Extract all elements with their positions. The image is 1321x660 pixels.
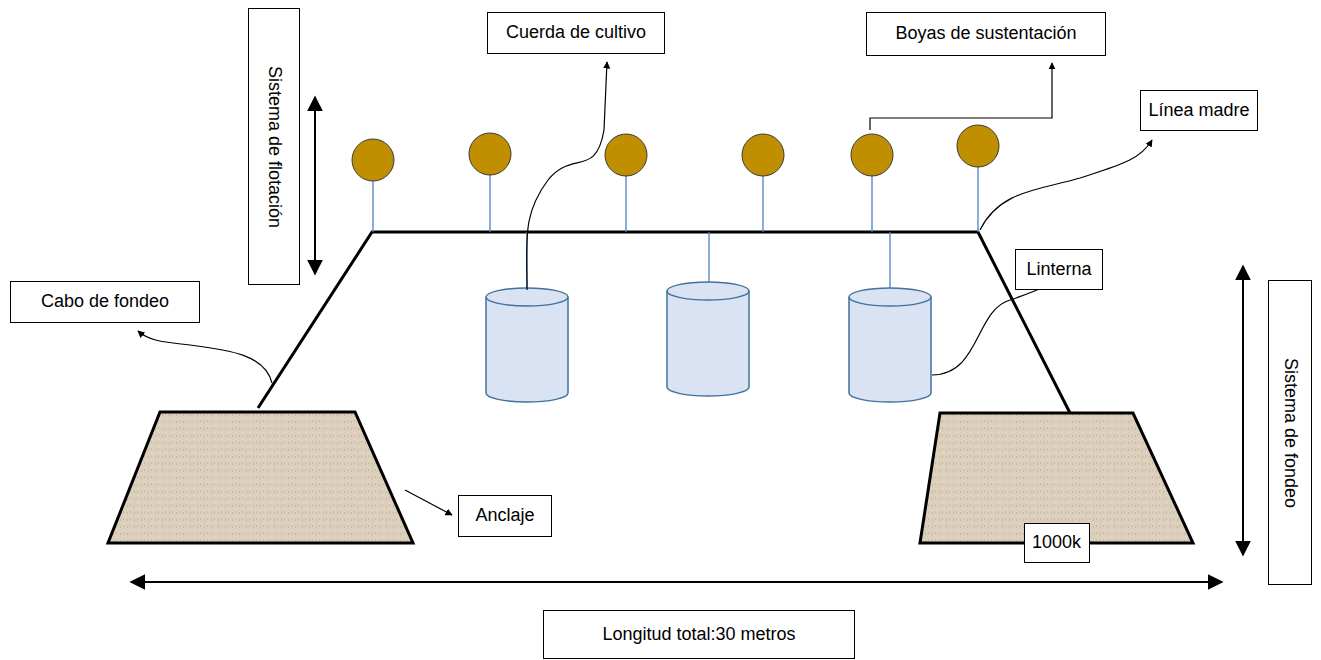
callout-box: Anclaje <box>458 495 552 537</box>
callout-box: Línea madre <box>1140 90 1258 131</box>
callout-box: Cabo de fondeo <box>10 281 200 323</box>
buoy <box>352 125 999 181</box>
label-text: Línea madre <box>1148 100 1249 122</box>
label-text: Anclaje <box>475 505 534 527</box>
label-text: Sistema de fondeo <box>1279 357 1301 507</box>
label-text: Sistema de flotación <box>263 65 285 227</box>
label-text: Longitud total:30 metros <box>602 624 795 646</box>
label-text: Linterna <box>1026 259 1091 281</box>
label-text: 1000k <box>1032 532 1081 554</box>
label-text: Boyas de sustentación <box>895 23 1076 45</box>
buoy-ropes <box>373 167 978 290</box>
callout-box: Boyas de sustentación <box>866 12 1106 56</box>
label-text: Cabo de fondeo <box>41 291 169 313</box>
mother-line <box>258 232 1070 413</box>
label-text: Cuerda de cultivo <box>506 22 646 44</box>
dimension-label: Sistema de flotación <box>248 8 300 285</box>
weight-label: 1000k <box>1024 523 1090 563</box>
anchor-block <box>108 412 413 543</box>
dimension-label: Longitud total:30 metros <box>543 610 855 659</box>
callout-box: Cuerda de cultivo <box>487 12 665 54</box>
lantern-net <box>486 282 931 402</box>
callout-box: Linterna <box>1015 249 1103 290</box>
dimension-label: Sistema de fondeo <box>1268 280 1312 585</box>
